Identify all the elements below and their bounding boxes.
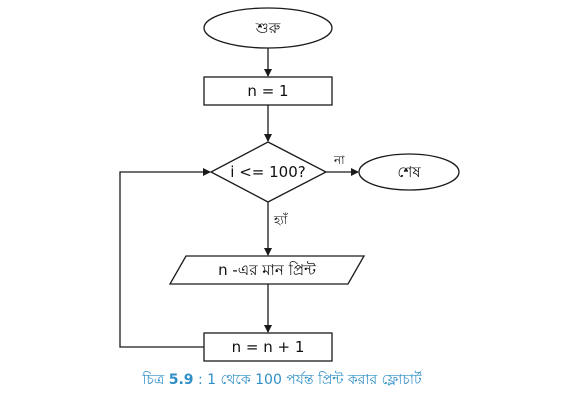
condition-label: i <= 100? [230, 163, 305, 181]
caption-text: : 1 থেকে 100 পর্যন্ত প্রিন্ট করার ফ্লোচা… [197, 372, 422, 388]
output-node: n -এর মান প্রিন্ট [168, 255, 366, 285]
yes-branch-label: হ্যাঁ [273, 212, 288, 227]
caption-prefix: চিত্র [142, 372, 165, 388]
no-branch-label: না [333, 153, 345, 167]
init-label: n = 1 [247, 82, 288, 100]
start-node: শুরু [203, 7, 333, 49]
figure-caption: চিত্র 5.9 : 1 থেকে 100 পর্যন্ত প্রিন্ট ক… [0, 368, 564, 392]
arrow-loop-back [119, 168, 211, 348]
increment-label: n = n + 1 [232, 338, 305, 356]
init-process-node: n = 1 [203, 76, 333, 106]
increment-process-node: n = n + 1 [203, 332, 333, 362]
end-label: শেষ [397, 163, 421, 181]
caption-figure-number: 5.9 [168, 372, 194, 388]
output-label: n -এর মান প্রিন্ট [218, 261, 316, 279]
condition-decision-node: i <= 100? [209, 141, 328, 203]
end-node: শেষ [358, 153, 460, 191]
start-label: শুরু [255, 19, 281, 37]
